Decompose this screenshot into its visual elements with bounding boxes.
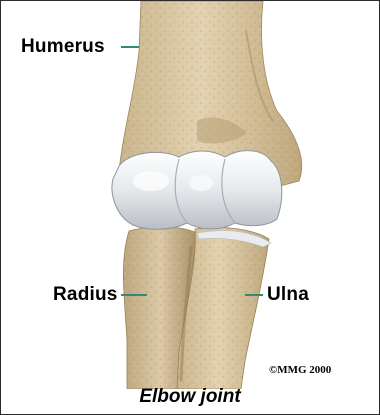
- ulna-bone: [177, 227, 271, 389]
- humerus-label: Humerus: [21, 36, 105, 58]
- copyright-notice: ©MMG 2000: [269, 364, 331, 376]
- elbow-joint-illustration: [1, 1, 379, 389]
- figure-caption: Elbow joint: [1, 386, 379, 408]
- articular-cartilage: [112, 151, 282, 230]
- radius-label: Radius: [53, 284, 118, 306]
- ulna-label: Ulna: [267, 284, 309, 306]
